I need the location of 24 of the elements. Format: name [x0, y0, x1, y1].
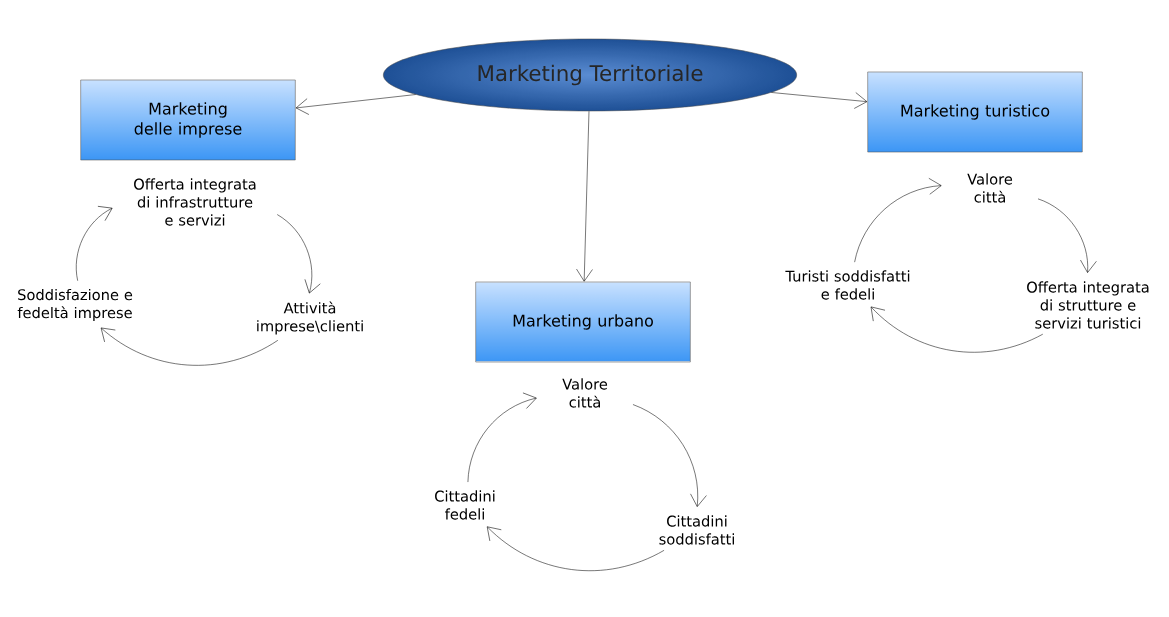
- cycle-text: Valore città: [967, 173, 1013, 203]
- cycle-text: Cittadini fedeli: [435, 490, 495, 520]
- arrow: [467, 392, 537, 483]
- process-box: Marketing urbano: [475, 281, 691, 363]
- cycle-text: Soddisfazione e fedeltà imprese: [17, 288, 133, 322]
- cycle-text: Attività imprese\clienti: [257, 301, 363, 335]
- process-box: Marketing turistico: [867, 71, 1083, 153]
- cycle-text: Offerta integrata di strutture e servizi turistici: [1027, 281, 1149, 329]
- arrow: [771, 92, 868, 109]
- arrow: [632, 404, 707, 507]
- arrow: [854, 178, 942, 263]
- cycle-text: Turisti soddisfatti e fedeli: [785, 270, 910, 300]
- arrow: [576, 111, 593, 282]
- process-box: Marketing delle imprese: [80, 79, 296, 161]
- arrow: [75, 206, 113, 282]
- arrow: [100, 327, 279, 366]
- arrow: [1037, 198, 1097, 273]
- cycle-text: Valore città: [562, 378, 608, 408]
- arrow: [486, 526, 665, 571]
- arrow: [276, 214, 321, 294]
- cycle-text: Cittadini soddisfatti: [659, 515, 734, 545]
- arrow: [870, 306, 1044, 353]
- arrow: [295, 94, 416, 115]
- cycle-text: Offerta integrata di infrastrutture e servizi: [134, 178, 256, 226]
